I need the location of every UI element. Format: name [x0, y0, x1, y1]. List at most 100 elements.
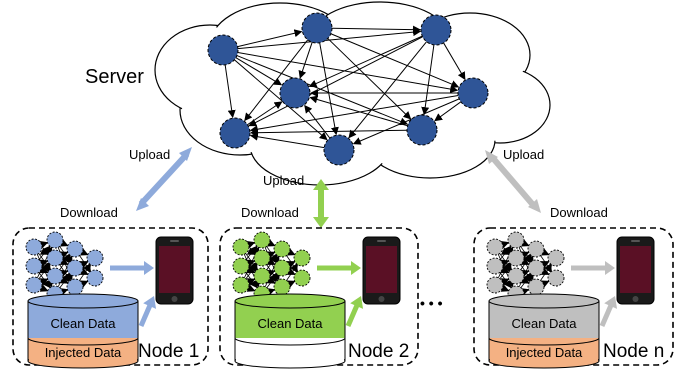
arrow-node-n	[485, 150, 541, 213]
smartphone-icon	[362, 236, 401, 305]
server-edge	[249, 94, 459, 134]
server-edge	[443, 42, 466, 81]
node-label: Node n	[603, 341, 664, 362]
nn-edge	[244, 263, 258, 280]
injected-data-label: Injected Data	[45, 345, 122, 360]
ellipsis: • • •	[420, 295, 443, 311]
node-frame	[12, 227, 209, 366]
smartphone-icon	[616, 236, 655, 305]
nn-neuron	[527, 259, 545, 277]
server-node	[279, 77, 311, 109]
nn-edge	[79, 248, 89, 256]
model-to-device-arrowhead	[351, 261, 361, 275]
injected-data-label: Injected Data	[506, 345, 583, 360]
server-edge	[309, 95, 408, 127]
nn-edge	[58, 273, 71, 289]
nn-edge	[246, 284, 256, 292]
server-nodes	[207, 12, 489, 166]
server-edge	[237, 52, 459, 94]
data-to-device-arrow	[599, 303, 614, 327]
nn-neuron	[25, 238, 43, 256]
nn-neuron	[293, 269, 311, 287]
server-edge	[248, 36, 423, 127]
nn-edge	[498, 263, 512, 280]
model-to-device-arrowhead	[144, 261, 154, 275]
nn-neuron	[25, 276, 43, 294]
server-node	[207, 34, 239, 66]
nn-neuron	[273, 240, 291, 258]
model-to-device-arrowhead	[605, 261, 615, 275]
data-to-device-arrowhead	[143, 296, 157, 309]
data-to-device-arrowhead	[604, 296, 618, 309]
server-edge	[308, 35, 423, 88]
nn-edge	[78, 263, 92, 282]
nn-neuron	[46, 249, 64, 267]
server-edge	[224, 64, 236, 119]
server-edge	[244, 39, 309, 122]
smartphone-icon	[155, 236, 194, 305]
upload-label-1: Upload	[129, 147, 170, 162]
neural-network	[486, 231, 565, 303]
server-edge	[330, 33, 460, 88]
nn-neuron	[66, 278, 84, 296]
nn-edge	[39, 284, 49, 292]
nn-neuron	[253, 267, 271, 285]
server-edge	[236, 55, 409, 126]
nn-neuron	[293, 249, 311, 267]
neural-network	[232, 231, 311, 303]
nn-edge	[497, 246, 514, 279]
nn-neuron	[507, 231, 525, 249]
clean-data-label: Clean Data	[50, 316, 116, 331]
download-label-1: Download	[60, 205, 118, 220]
clean-data-label: Clean Data	[511, 316, 577, 331]
server-edge	[237, 29, 303, 48]
nn-neuron	[486, 276, 504, 294]
server-edge	[249, 132, 325, 149]
server-label: Server	[85, 66, 144, 88]
server-edge	[247, 101, 283, 126]
database-cylinder	[27, 293, 139, 369]
nn-edge	[265, 273, 278, 289]
data-to-device-arrow	[345, 303, 360, 327]
server-edge	[235, 57, 283, 86]
nn-neuron	[66, 240, 84, 258]
server-edge	[234, 59, 328, 141]
server-edge	[249, 128, 408, 137]
server-node	[219, 117, 251, 149]
server-edge	[434, 101, 462, 122]
nn-neuron	[547, 249, 565, 267]
nn-neuron	[507, 267, 525, 285]
nn-edge	[519, 273, 532, 289]
server-edge	[352, 98, 460, 145]
nn-neuron	[232, 276, 250, 294]
nn-neuron	[253, 249, 271, 267]
arrow-node-1	[136, 147, 192, 211]
nn-neuron	[253, 231, 271, 249]
nn-neuron	[527, 278, 545, 296]
nn-neuron	[86, 249, 104, 267]
nn-neuron	[486, 257, 504, 275]
data-to-device-arrowhead	[350, 296, 364, 309]
clean-data-label: Clean Data	[257, 316, 323, 331]
server-edges	[224, 25, 466, 149]
server-node	[457, 77, 489, 109]
server-edge	[331, 25, 422, 34]
nn-edge	[520, 239, 530, 247]
download-label-n: Download	[550, 205, 608, 220]
nn-neuron	[232, 257, 250, 275]
server-edge	[348, 41, 427, 139]
nn-edge	[243, 246, 260, 279]
nn-neuron	[25, 257, 43, 275]
nn-edge	[59, 239, 69, 247]
nn-neuron	[66, 259, 84, 277]
nn-neuron	[46, 231, 64, 249]
nn-neuron	[232, 238, 250, 256]
nn-neuron	[86, 269, 104, 287]
nn-neuron	[547, 269, 565, 287]
server-edge	[319, 42, 339, 136]
server-node	[406, 114, 438, 146]
nn-edge	[540, 248, 550, 256]
